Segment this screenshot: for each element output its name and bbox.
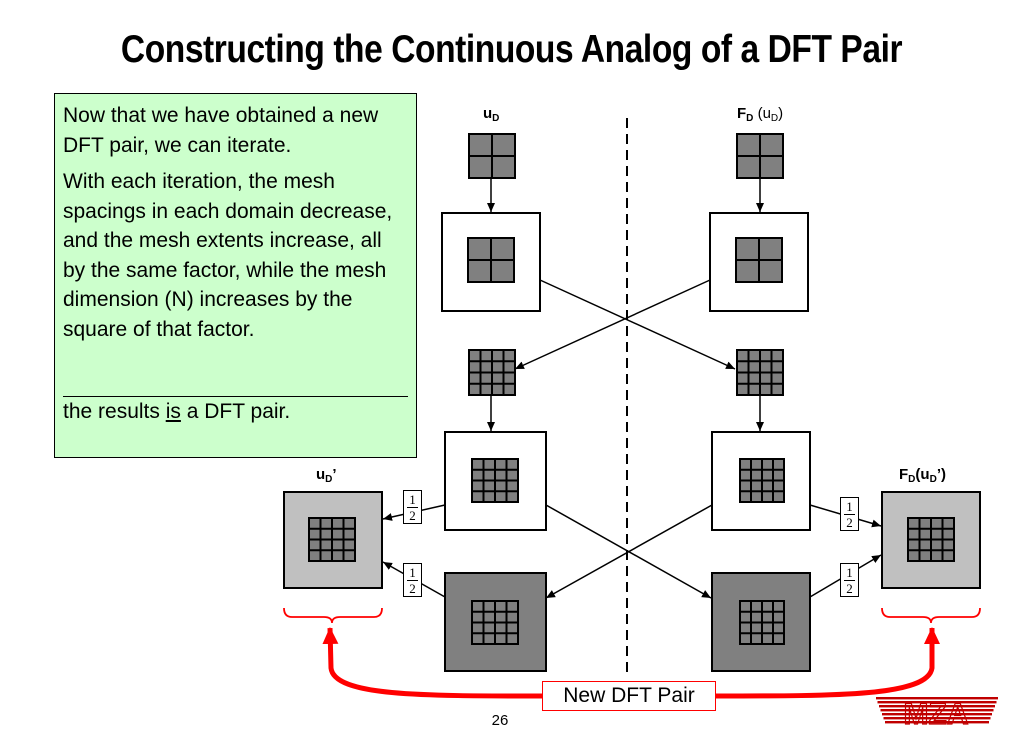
half-numerator: 1 — [846, 565, 853, 580]
u-d-shifted-mesh-grid — [471, 600, 519, 645]
label-f-d-arg-open: (u — [753, 105, 771, 122]
label-f-d-arg-sub: D — [770, 113, 779, 124]
half-denominator: 2 — [409, 508, 416, 523]
f-d-fine-mesh-grid — [736, 349, 784, 396]
fraction-bar — [407, 580, 418, 581]
half-numerator: 1 — [409, 492, 416, 507]
overflow-underlined-word: is — [165, 400, 181, 423]
overflow-prefix: the results — [63, 400, 166, 423]
label-u-d-sub: D — [492, 113, 500, 124]
callout-box: Now that we have obtained a new DFT pair… — [54, 93, 417, 458]
page-number: 26 — [491, 712, 509, 729]
fraction-bar — [844, 514, 855, 515]
callout-paragraph-1: Now that we have obtained a new DFT pair… — [63, 104, 379, 157]
label-f-d-main: F — [737, 105, 747, 122]
f-d-shifted-mesh-grid — [739, 600, 785, 645]
label-f-d-prime-main: F — [899, 466, 909, 483]
u-d-prime-mesh-grid — [308, 517, 356, 562]
label-f-d-sub: D — [746, 113, 754, 124]
brace-f-d-prime — [881, 607, 981, 624]
brace-u-d-prime — [283, 607, 383, 624]
callout-overflow-text: the results is a DFT pair. — [63, 396, 408, 427]
u-d-interp-mesh-grid — [471, 458, 519, 503]
logo-stripe — [883, 717, 991, 720]
arrow-cross-f-to-u-lower — [545, 504, 713, 599]
half-numerator: 1 — [846, 499, 853, 514]
logo-stripe — [876, 697, 998, 700]
new-dft-pair-label: New DFT Pair — [542, 681, 716, 711]
f-d-padded-mesh-grid — [735, 237, 783, 283]
logo-stripe — [877, 701, 997, 704]
label-u-d-prime-sub: D — [325, 474, 333, 485]
logo-stripe — [880, 709, 994, 712]
label-f-d-prime: FD(uD’) — [899, 466, 946, 485]
red-arrow-to-u-d-prime — [322, 627, 543, 699]
logo-stripe — [879, 705, 995, 708]
label-f-d-prime-sub: D — [908, 474, 916, 485]
half-denominator: 2 — [409, 581, 416, 596]
mza-logo: MZA — [876, 697, 998, 732]
u-d-fine-mesh-grid — [468, 349, 516, 396]
callout-paragraph-2: With each iteration, the mesh spacings i… — [63, 170, 393, 341]
f-d-prime-mesh-grid — [907, 517, 955, 562]
label-f-d-prime-close: ’) — [936, 466, 946, 483]
u-d-padded-mesh-grid — [467, 237, 515, 283]
logo-text: MZA — [904, 698, 969, 731]
label-f-d-arg-close: ) — [778, 105, 784, 122]
label-u-d-prime-tick: ’ — [332, 466, 337, 483]
label-f-d: FD (uD) — [737, 105, 783, 124]
label-u-d-prime-main: u — [316, 466, 326, 483]
logo-stripe — [882, 713, 992, 716]
half-numerator: 1 — [409, 565, 416, 580]
label-u-d-main: u — [483, 105, 493, 122]
f-d-interp-mesh-grid — [739, 458, 785, 503]
f-d-mesh-grid — [736, 133, 784, 179]
slide-title: Constructing the Continuous Analog of a … — [120, 28, 903, 71]
logo-stripe — [885, 721, 989, 724]
label-u-d-prime: uD’ — [316, 466, 337, 485]
red-arrow-to-f-d-prime — [715, 627, 940, 699]
label-u-d: uD — [483, 105, 499, 124]
overflow-suffix: a DFT pair. — [180, 400, 291, 423]
label-f-d-prime-sub2: D — [929, 474, 937, 485]
fraction-bar — [844, 580, 855, 581]
label-f-d-prime-open: (u — [915, 466, 930, 483]
half-denominator: 2 — [846, 515, 853, 530]
arrow-cross-u-to-f — [539, 279, 736, 370]
u-d-mesh-grid — [468, 133, 516, 179]
arrow-cross-f-to-u — [514, 279, 711, 370]
fraction-bar — [407, 507, 418, 508]
half-denominator: 2 — [846, 581, 853, 596]
